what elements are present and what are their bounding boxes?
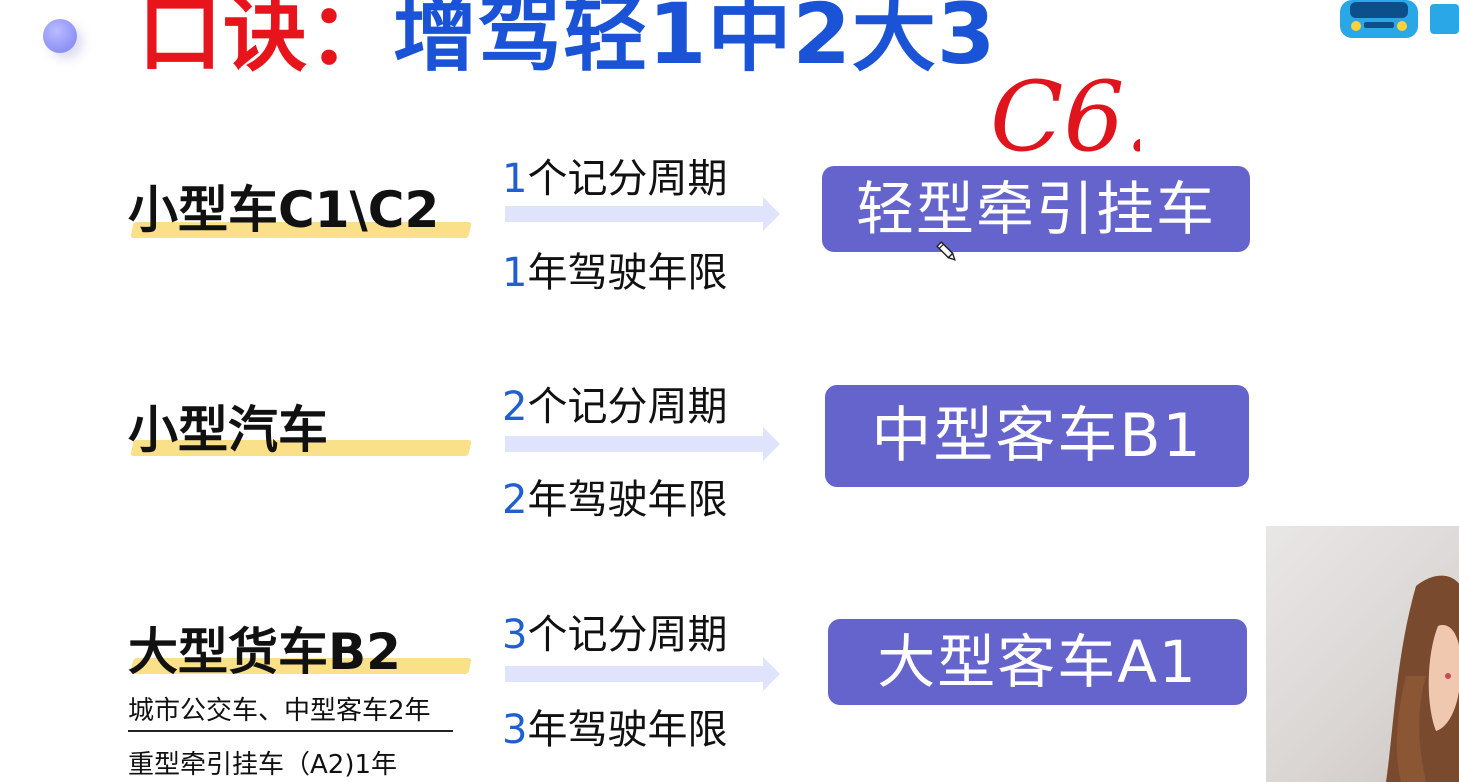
page-title: 口诀：增驾轻1中2大3 (138, 0, 996, 82)
arrow-right-icon (505, 657, 780, 691)
presenter-webcam (1266, 526, 1459, 782)
title-prefix: 口诀： (138, 0, 394, 83)
score-period-text: 3个记分周期 (502, 602, 727, 660)
period-number: 2 (502, 384, 528, 430)
years-number: 1 (502, 250, 528, 296)
vehicle-label: 小型汽车 (128, 401, 328, 459)
driving-years-text: 3年驾驶年限 (502, 697, 727, 755)
arrow-right-icon (505, 197, 780, 231)
years-label: 年驾驶年限 (527, 707, 728, 753)
years-label: 年驾驶年限 (527, 250, 728, 296)
vehicle-label: 小型车C1\C2 (128, 181, 440, 239)
car-logo-icon (1338, 0, 1459, 44)
exception-note: 重型牵引挂车（A2)1年 (128, 750, 398, 780)
period-label: 个记分周期 (527, 156, 728, 202)
note-divider (128, 730, 453, 732)
period-label: 个记分周期 (527, 384, 728, 430)
period-label: 个记分周期 (527, 612, 728, 658)
years-number: 2 (502, 477, 528, 523)
driving-years-text: 1年驾驶年限 (502, 240, 727, 298)
result-badge: 轻型牵引挂车 (822, 166, 1250, 252)
pencil-cursor-icon (936, 241, 956, 261)
period-number: 3 (502, 612, 528, 658)
result-badge: 中型客车B1 (825, 385, 1249, 487)
score-period-text: 1个记分周期 (502, 146, 727, 204)
result-badge: 大型客车A1 (828, 619, 1247, 705)
presenter-image (1386, 575, 1459, 782)
decorative-dot (43, 19, 77, 53)
title-body: 增驾轻1中2大3 (393, 0, 997, 83)
score-period-text: 2个记分周期 (502, 374, 727, 432)
driving-years-text: 2年驾驶年限 (502, 467, 727, 525)
vehicle-label: 大型货车B2 (128, 623, 401, 681)
exception-note: 城市公交车、中型客车2年 (128, 696, 431, 726)
years-label: 年驾驶年限 (527, 477, 728, 523)
handwritten-annotation: C6. (990, 70, 1140, 170)
handwritten-note: C6. (990, 70, 1140, 170)
period-number: 1 (502, 156, 528, 202)
arrow-right-icon (505, 427, 780, 461)
years-number: 3 (502, 707, 528, 753)
